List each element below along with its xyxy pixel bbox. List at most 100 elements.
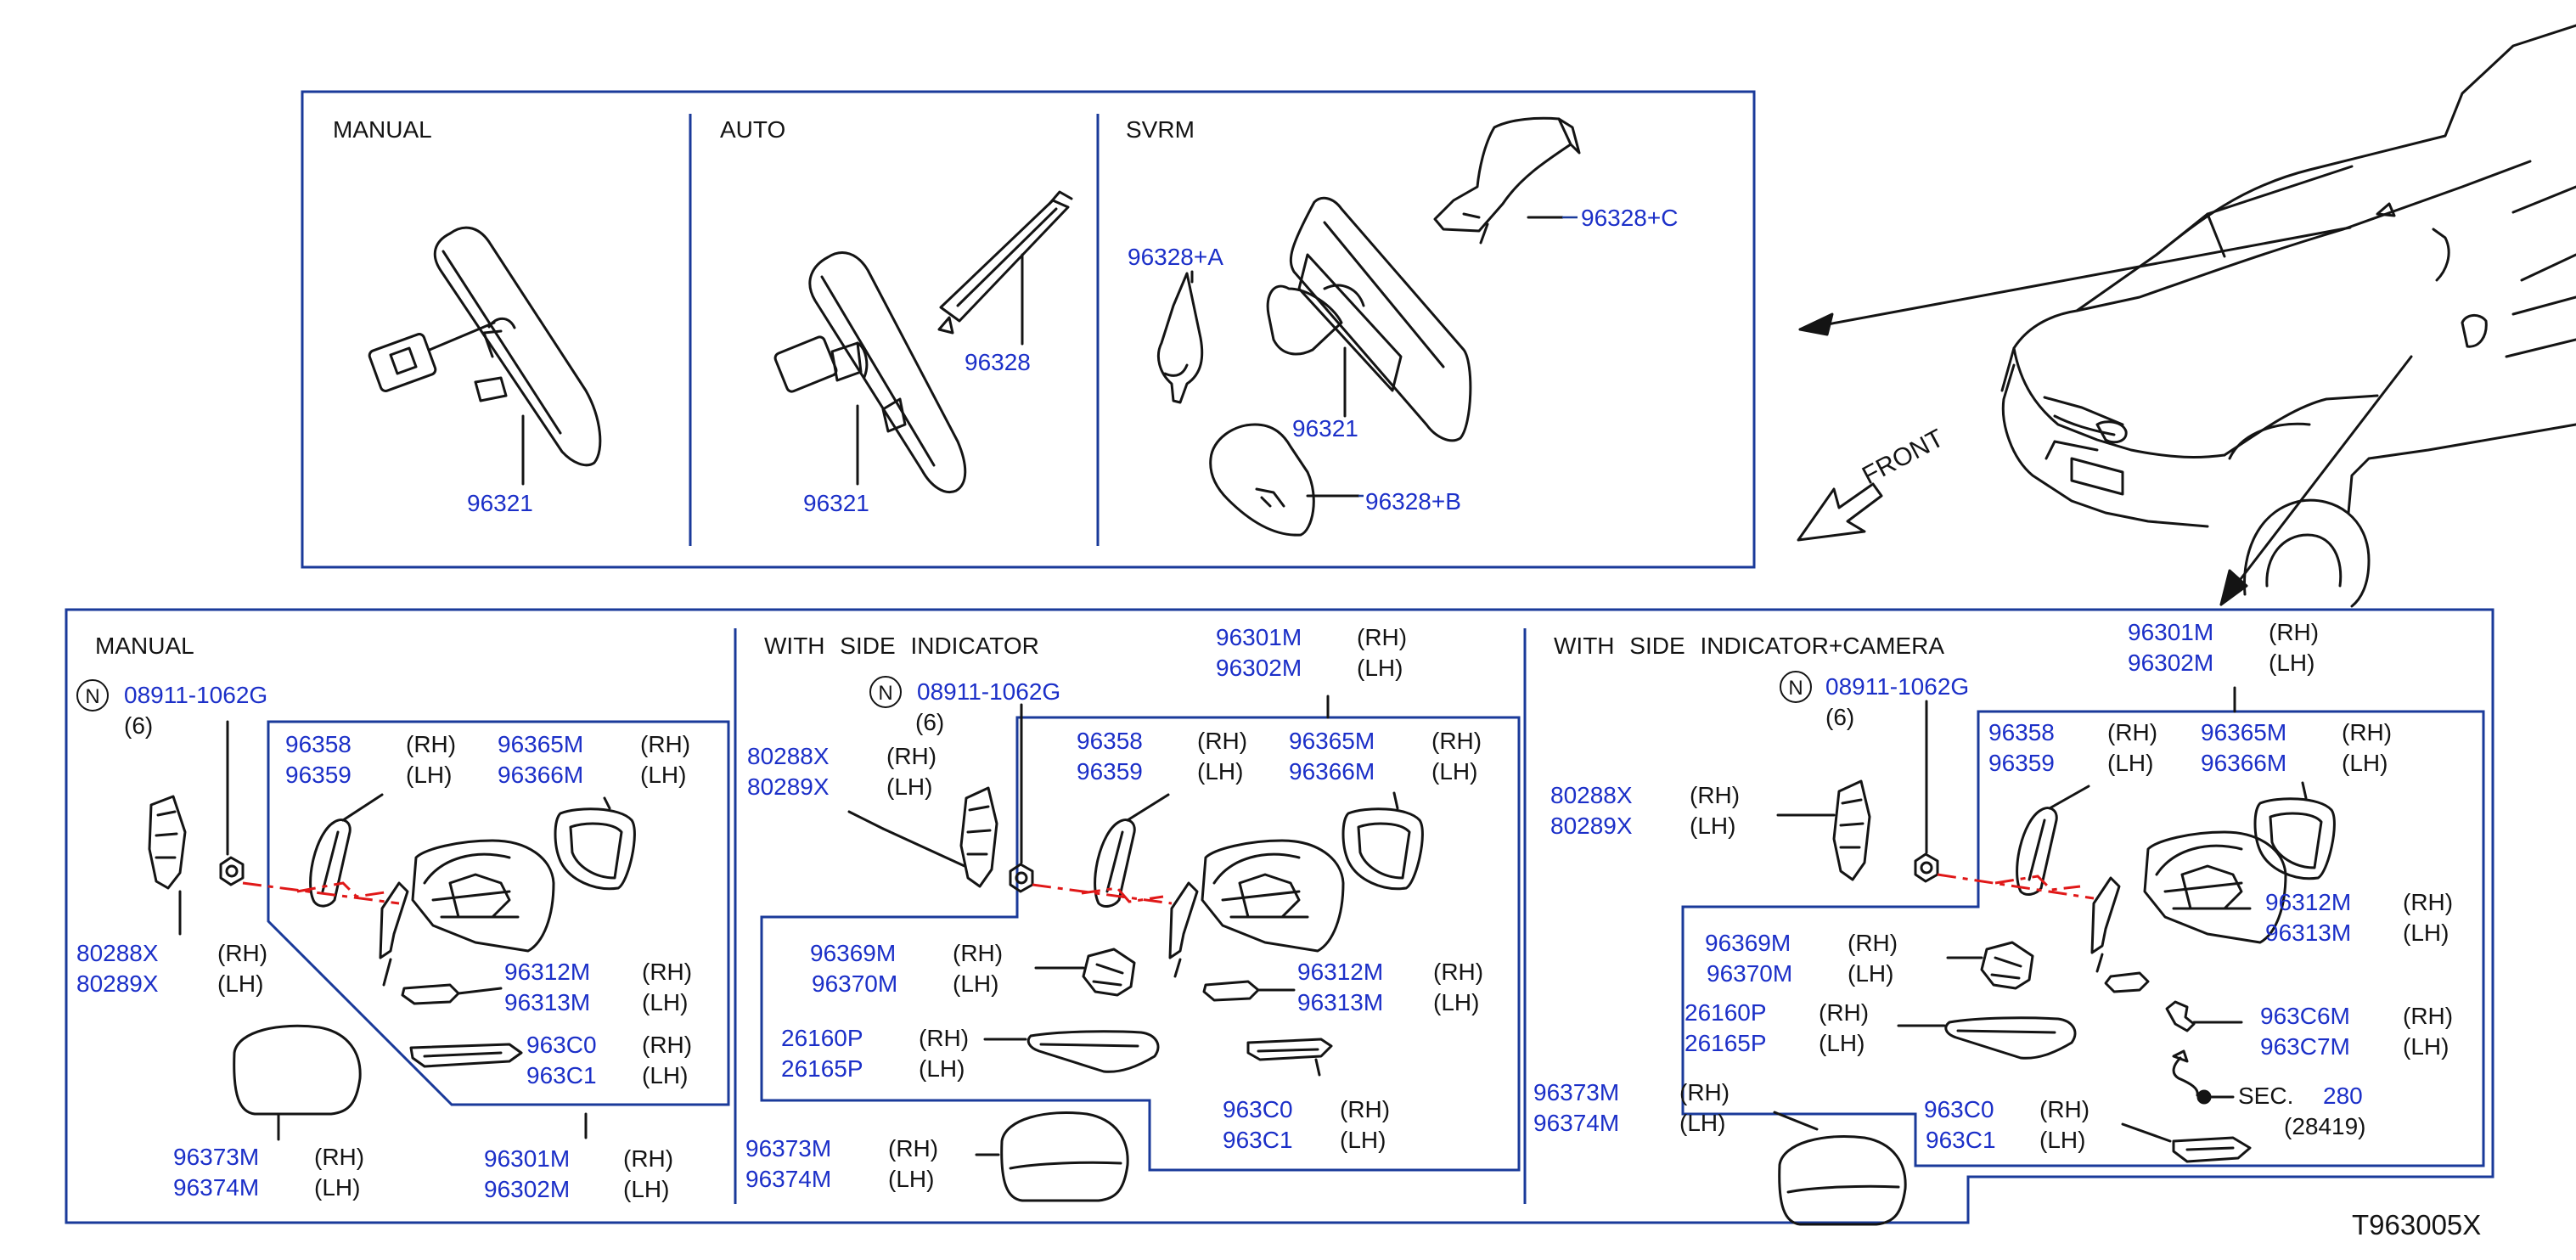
part-label[interactable]: 96359 [1988, 750, 2055, 776]
part-label[interactable]: 96366M [498, 762, 584, 788]
part-label[interactable]: 96366M [1289, 758, 1375, 785]
lh-label: (LH) [642, 1062, 689, 1088]
rh-label: (RH) [1340, 1096, 1391, 1122]
rh-label: (RH) [886, 743, 937, 769]
part-label[interactable]: 96369M [810, 940, 897, 966]
part-label[interactable]: 963C1 [1926, 1127, 1996, 1153]
lh-label: (LH) [1679, 1110, 1726, 1136]
part-label[interactable]: 96302M [484, 1176, 571, 1202]
panel-title-door-manual: MANUAL [95, 633, 194, 659]
panel-title-door-side-indicator-camera: WITH SIDE INDICATOR+CAMERA [1554, 633, 1945, 659]
part-label[interactable]: 96313M [504, 989, 591, 1015]
part-label[interactable]: 963C1 [526, 1062, 597, 1088]
part-label[interactable]: 96328+C [1581, 205, 1679, 231]
part-label[interactable]: 96321 [467, 490, 533, 516]
part-label[interactable]: 96313M [2265, 920, 2352, 946]
part-label[interactable]: 96312M [504, 959, 591, 985]
rh-label: (RH) [406, 731, 457, 757]
part-label[interactable]: 96312M [2265, 889, 2352, 915]
rh-label: (RH) [642, 1032, 693, 1058]
part-label[interactable]: 96359 [285, 762, 352, 788]
inner-mirror-frame [301, 90, 1756, 569]
diagram-code: T963005X [2352, 1209, 2482, 1240]
part-label[interactable]: 96328+A [1128, 244, 1223, 270]
part-label[interactable]: 26160P [781, 1025, 863, 1051]
part-label[interactable]: 96370M [1707, 960, 1793, 987]
part-label[interactable]: 963C6M [2260, 1003, 2350, 1029]
part-label[interactable]: 96365M [2201, 719, 2287, 745]
part-label[interactable]: 96328+B [1365, 488, 1461, 515]
part-label[interactable]: 96302M [1216, 655, 1302, 681]
part-label[interactable]: 96369M [1705, 930, 1791, 956]
part-label[interactable]: 96373M [745, 1135, 832, 1162]
section-number-link[interactable]: 280 [2323, 1083, 2363, 1109]
part-label[interactable]: 96370M [812, 970, 898, 997]
nut-symbol-icon: N [869, 676, 902, 708]
part-label[interactable]: 96373M [1533, 1079, 1620, 1105]
part-label[interactable]: 96321 [803, 490, 869, 516]
part-label[interactable]: 96365M [1289, 728, 1375, 754]
part-label[interactable]: 80288X [747, 743, 830, 769]
part-label[interactable]: 80288X [76, 940, 159, 966]
part-label[interactable]: 96301M [2128, 619, 2214, 645]
nut-symbol-icon: N [76, 679, 109, 712]
rh-label: (RH) [2039, 1096, 2090, 1122]
part-label[interactable]: 96301M [1216, 624, 1302, 650]
rh-label: (RH) [1197, 728, 1248, 754]
part-label[interactable]: 96302M [2128, 650, 2214, 676]
rh-label: (RH) [1690, 782, 1741, 808]
part-label[interactable]: 80289X [76, 970, 159, 997]
part-label[interactable]: 08911-1062G [124, 682, 268, 708]
rh-label: (RH) [1433, 959, 1484, 985]
part-label[interactable]: 96366M [2201, 750, 2287, 776]
part-label[interactable]: 08911-1062G [1825, 673, 1970, 700]
lh-label: (LH) [886, 773, 933, 800]
part-label[interactable]: 963C0 [1924, 1096, 1994, 1122]
part-label[interactable]: 963C1 [1223, 1127, 1293, 1153]
part-label[interactable]: 96365M [498, 731, 584, 757]
lh-label: (LH) [217, 970, 264, 997]
part-label[interactable]: 96301M [484, 1145, 571, 1172]
panel-title-inner-auto: AUTO [720, 116, 786, 143]
panel-title-inner-svrm: SVRM [1126, 116, 1195, 143]
lh-label: (LH) [1431, 758, 1478, 785]
lh-label: (LH) [1340, 1127, 1386, 1153]
part-label[interactable]: 80289X [747, 773, 830, 800]
part-label[interactable]: 96358 [1077, 728, 1143, 754]
panel-title-inner-manual: MANUAL [333, 116, 432, 143]
part-label[interactable]: 08911-1062G [917, 678, 1061, 705]
part-label[interactable]: 80288X [1550, 782, 1633, 808]
lh-label: (LH) [1357, 655, 1403, 681]
part-label[interactable]: 96374M [173, 1174, 260, 1201]
qty-label: (6) [1825, 704, 1855, 730]
part-label[interactable]: 963C0 [526, 1032, 597, 1058]
part-label[interactable]: 963C0 [1223, 1096, 1293, 1122]
part-label[interactable]: 96359 [1077, 758, 1143, 785]
lh-label: (LH) [2342, 750, 2388, 776]
rh-label: (RH) [953, 940, 1004, 966]
part-label[interactable]: 96312M [1297, 959, 1384, 985]
part-label[interactable]: 96374M [745, 1166, 832, 1192]
part-label[interactable]: 963C7M [2260, 1033, 2350, 1060]
part-label[interactable]: 96313M [1297, 989, 1384, 1015]
part-label[interactable]: 80289X [1550, 813, 1633, 839]
lh-label: (LH) [2269, 650, 2315, 676]
lh-label: (LH) [642, 989, 689, 1015]
part-label[interactable]: 96358 [1988, 719, 2055, 745]
lh-label: (LH) [1848, 960, 1894, 987]
lh-label: (LH) [888, 1166, 935, 1192]
nut-symbol-icon: N [1780, 671, 1812, 703]
part-label[interactable]: 26165P [1685, 1030, 1767, 1056]
part-label[interactable]: 96374M [1533, 1110, 1620, 1136]
part-label[interactable]: 96321 [1292, 415, 1358, 442]
part-label[interactable]: 96358 [285, 731, 352, 757]
rh-label: (RH) [314, 1144, 365, 1170]
rh-label: (RH) [2342, 719, 2393, 745]
lh-label: (LH) [2107, 750, 2154, 776]
rh-label: (RH) [1819, 999, 1870, 1026]
part-label[interactable]: 96373M [173, 1144, 260, 1170]
part-label[interactable]: 26160P [1685, 999, 1767, 1026]
part-label[interactable]: 96328 [965, 349, 1031, 375]
lh-label: (LH) [1433, 989, 1480, 1015]
part-label[interactable]: 26165P [781, 1055, 863, 1082]
